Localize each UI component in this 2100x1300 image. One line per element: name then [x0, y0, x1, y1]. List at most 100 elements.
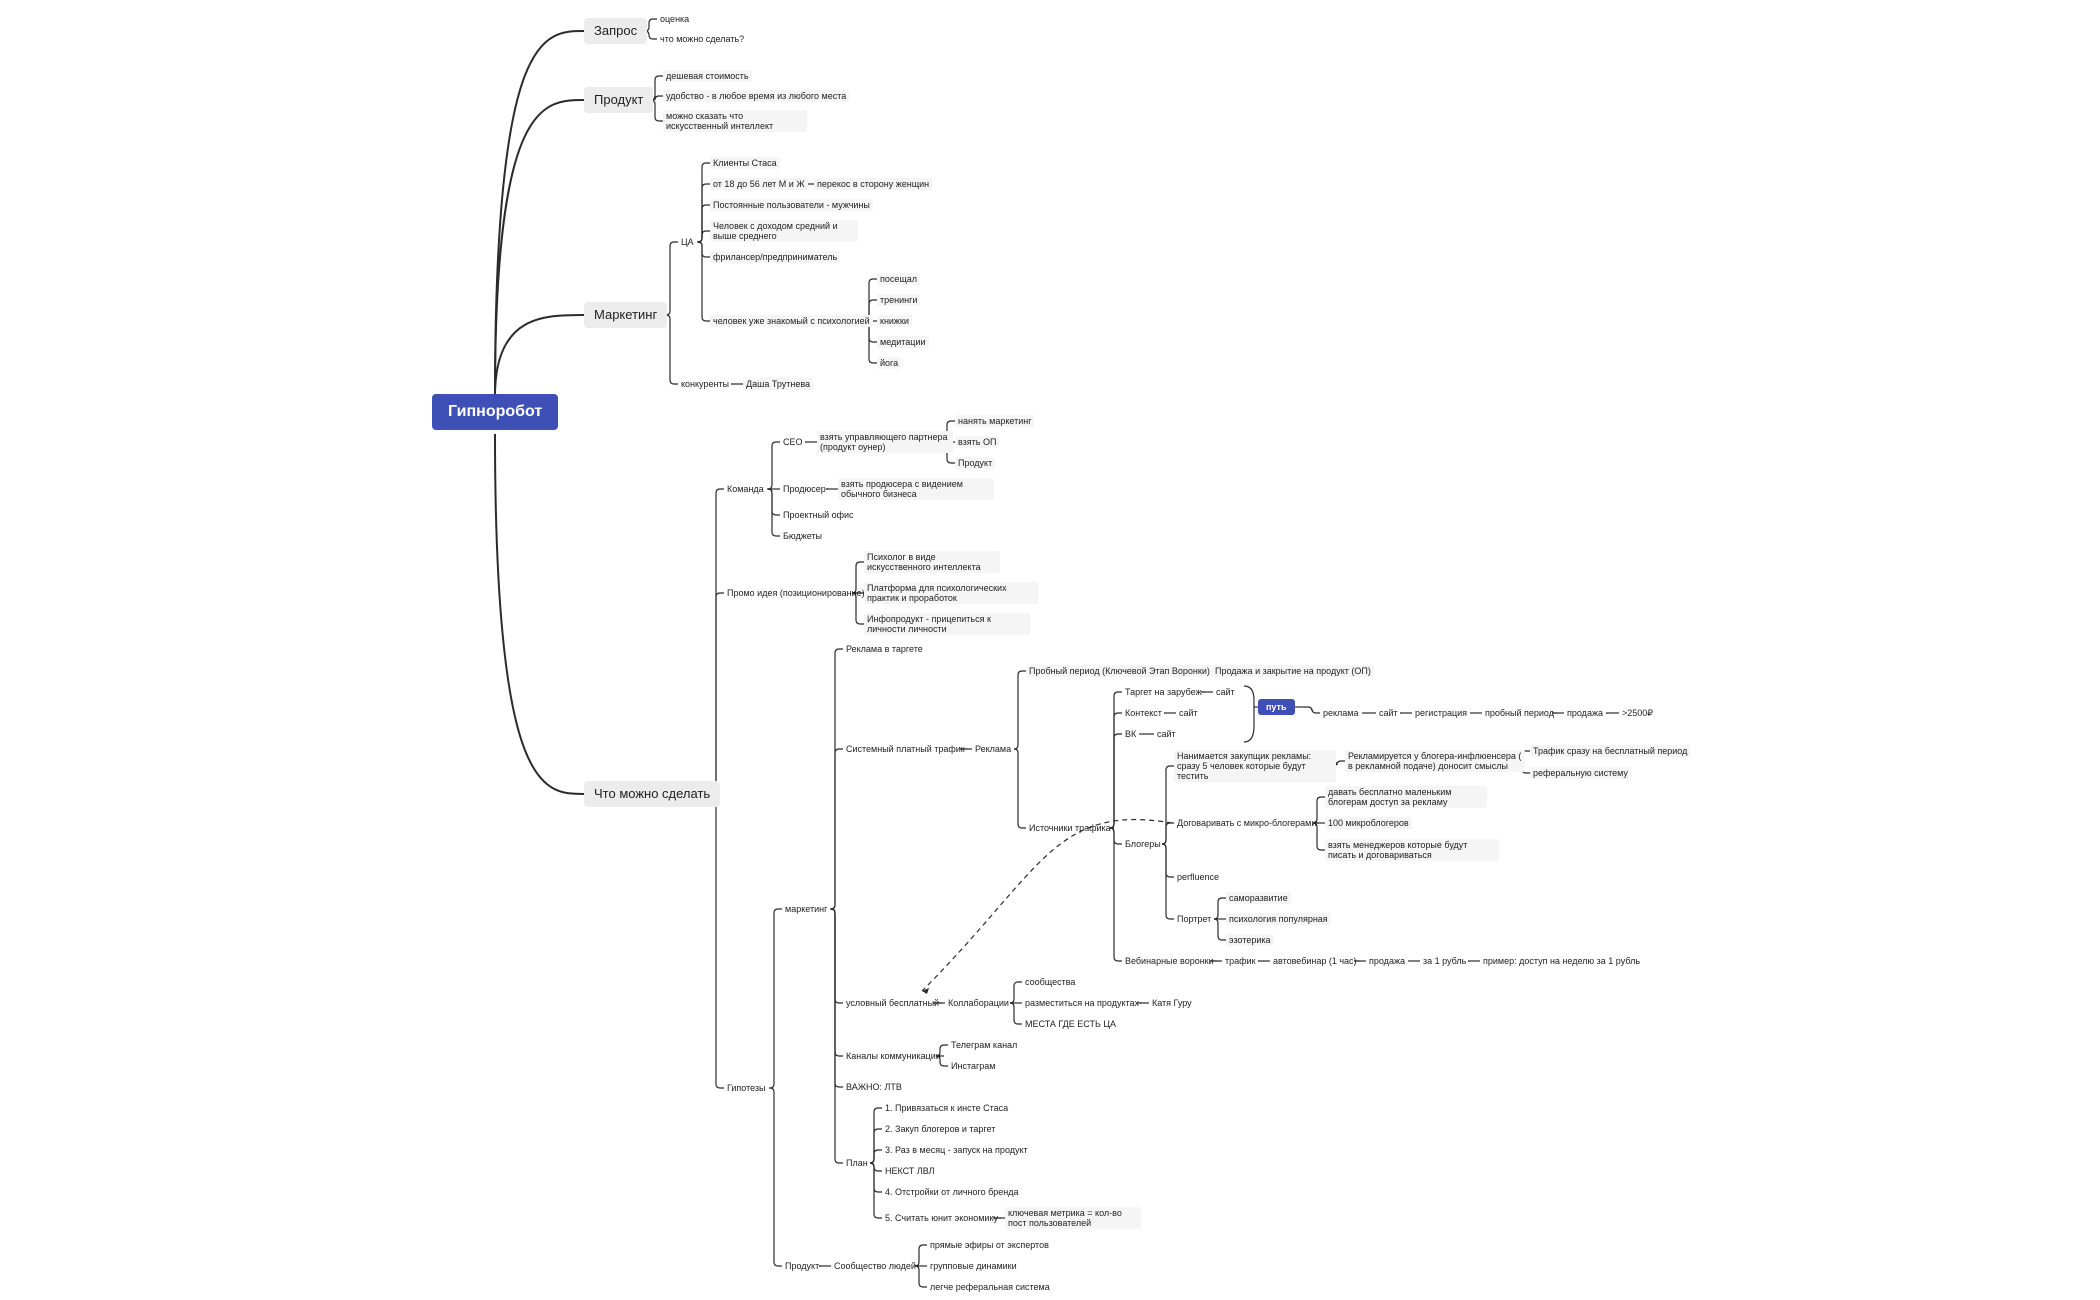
topic-produkt[interactable]: Продукт: [584, 87, 654, 113]
node-vzyat-op[interactable]: взять ОП: [955, 436, 1000, 448]
node-reklama-p[interactable]: реклама: [1323, 708, 1359, 718]
node-istochniki[interactable]: Источники трафика: [1029, 823, 1111, 833]
node-promo[interactable]: Промо идея (позиционирование): [727, 588, 865, 598]
node-plan-4[interactable]: 4. Отстройки от личного бренда: [885, 1187, 1019, 1197]
node-probny-p[interactable]: пробный период: [1485, 708, 1554, 718]
node-prodyuser[interactable]: Продюсер: [783, 484, 826, 494]
node-perfluence[interactable]: perfluence: [1177, 872, 1220, 882]
node-frilanser[interactable]: фрилансер/предприниматель: [710, 251, 841, 263]
topic-marketing[interactable]: Маркетинг: [584, 302, 668, 328]
node-platforma[interactable]: Платформа для психологических практик и …: [864, 582, 1038, 604]
node-ii[interactable]: можно сказать что искусственный интеллек…: [663, 110, 807, 132]
root-node[interactable]: Гипноробот: [432, 394, 559, 430]
node-vazhno[interactable]: ВАЖНО: ЛТВ: [846, 1082, 902, 1092]
node-klienty[interactable]: Клиенты Стаса: [710, 157, 780, 169]
node-prodazha-op[interactable]: Продажа и закрытие на продукт (ОП): [1212, 665, 1374, 677]
node-menedzhery[interactable]: взять менеджеров которые будут писать и …: [1325, 839, 1499, 861]
node-ofis[interactable]: Проектный офис: [783, 510, 854, 520]
node-partner[interactable]: взять управляющего партнера (продукт оун…: [817, 431, 953, 453]
node-udobstvo[interactable]: удобство - в любое время из любого места: [663, 90, 850, 102]
node-komanda[interactable]: Команда: [727, 484, 764, 494]
node-treningi[interactable]: тренинги: [877, 294, 921, 306]
node-deshevaya[interactable]: дешевая стоимость: [663, 70, 752, 82]
node-vzyat-prodyusera[interactable]: взять продюсера с видением обычного бизн…: [838, 478, 994, 500]
node-poseshal[interactable]: посещал: [877, 273, 921, 285]
node-ocenka[interactable]: оценка: [660, 14, 690, 24]
node-reklama[interactable]: Реклама: [975, 744, 1012, 754]
node-byudzhety[interactable]: Бюджеты: [783, 531, 823, 541]
node-sayt-1[interactable]: сайт: [1216, 687, 1235, 697]
node-nanyat[interactable]: нанять маркетинг: [955, 415, 1035, 427]
node-trafik-besplatny[interactable]: Трафик сразу на бесплатный период: [1530, 745, 1691, 757]
node-soobshestvo[interactable]: Сообщество людей: [834, 1261, 916, 1271]
node-postoyannye[interactable]: Постоянные пользователи - мужчины: [710, 199, 873, 211]
node-produkt-g[interactable]: Продукт: [785, 1261, 820, 1271]
node-probny-period-key[interactable]: Пробный период (Ключевой Этап Воронки): [1026, 665, 1213, 677]
node-prodazha-p[interactable]: продажа: [1567, 708, 1603, 718]
node-instagram[interactable]: Инстаграм: [951, 1061, 996, 1071]
node-nekst[interactable]: НЕКСТ ЛВЛ: [885, 1166, 935, 1176]
node-sistemny[interactable]: Системный платный трафик: [846, 744, 965, 754]
node-put[interactable]: путь: [1258, 699, 1295, 715]
node-prodazha-w[interactable]: продажа: [1369, 956, 1405, 966]
node-gruppovye[interactable]: групповые динамики: [930, 1261, 1017, 1271]
node-reklama-target[interactable]: Реклама в таргете: [846, 644, 923, 654]
node-samorazvitie[interactable]: саморазвитие: [1226, 892, 1291, 904]
node-meditacii[interactable]: медитации: [877, 336, 929, 348]
node-knizhki[interactable]: книжки: [877, 315, 912, 327]
node-sto[interactable]: 100 микроблогеров: [1325, 817, 1412, 829]
node-registraciya[interactable]: регистрация: [1415, 708, 1468, 718]
topic-chto-mozhno-sdelat[interactable]: Что можно сделать: [584, 781, 721, 807]
node-kollaboracii[interactable]: Коллаборации: [948, 998, 1009, 1008]
node-klyuchevaya[interactable]: ключевая метрика = кол-во пост пользоват…: [1005, 1207, 1141, 1229]
node-blogery[interactable]: Блогеры: [1125, 839, 1161, 849]
node-produkt-ceo[interactable]: Продукт: [955, 457, 996, 469]
node-plan-2[interactable]: 2. Закуп блогеров и таргет: [885, 1124, 996, 1134]
node-price[interactable]: >2500₽: [1622, 708, 1654, 718]
node-nanimaetsya[interactable]: Нанимается закупщик рекламы: сразу 5 чел…: [1174, 750, 1336, 782]
node-reklamiruetsya[interactable]: Рекламируется у блогера-инфлюенсера ( в …: [1345, 750, 1525, 772]
topic-zapros[interactable]: Запрос: [584, 18, 648, 44]
node-konkurenty[interactable]: конкуренты: [681, 379, 730, 389]
node-davat[interactable]: давать бесплатно маленьким блогерам дост…: [1325, 786, 1487, 808]
node-telegram[interactable]: Телеграм канал: [951, 1040, 1018, 1050]
node-referalnuyu[interactable]: реферальную систему: [1530, 767, 1631, 779]
node-primer[interactable]: пример: доступ на неделю за 1 рубль: [1483, 956, 1641, 966]
node-psiholog-ii[interactable]: Психолог в виде искусственного интеллект…: [864, 551, 1000, 573]
node-dohod[interactable]: Человек с доходом средний и выше среднег…: [710, 220, 858, 242]
node-vebinarnye[interactable]: Вебинарные воронки: [1125, 956, 1214, 966]
node-sayt-p[interactable]: сайт: [1379, 708, 1398, 718]
node-legche[interactable]: легче реферальная система: [930, 1282, 1050, 1292]
node-avtovebinar[interactable]: автовебинар (1 час): [1273, 956, 1357, 966]
node-soobshestva[interactable]: сообщества: [1025, 977, 1076, 987]
node-vk[interactable]: ВК: [1125, 729, 1137, 739]
node-dasha[interactable]: Даша Трутнева: [743, 378, 814, 390]
node-uslovny[interactable]: условный бесплатный: [846, 998, 940, 1008]
node-znakomy[interactable]: человек уже знакомый с психологией: [710, 315, 873, 327]
node-ceo[interactable]: CEO: [783, 437, 803, 447]
node-pryamye[interactable]: прямые эфиры от экспертов: [930, 1240, 1049, 1250]
node-plan-3[interactable]: 3. Раз в месяц - запуск на продукт: [885, 1145, 1028, 1155]
node-psihologiya-pop[interactable]: психология популярная: [1226, 913, 1331, 925]
node-ot18[interactable]: от 18 до 56 лет М и Ж: [710, 178, 808, 190]
node-razmestitsya[interactable]: разместиться на продуктах: [1025, 998, 1140, 1008]
node-dogovarivat[interactable]: Договаривать с микро-блогерами: [1177, 818, 1317, 828]
node-yoga[interactable]: йога: [877, 357, 902, 369]
node-portret[interactable]: Портрет: [1177, 914, 1212, 924]
node-ezoterika[interactable]: эзотерика: [1226, 934, 1274, 946]
node-plan-5[interactable]: 5. Считать юнит экономику: [885, 1213, 998, 1223]
node-infoprodukt[interactable]: Инфопродукт - прицепиться к личности лич…: [864, 613, 1030, 635]
node-sayt-3[interactable]: сайт: [1157, 729, 1176, 739]
node-kontekst[interactable]: Контекст: [1125, 708, 1162, 718]
node-za1[interactable]: за 1 рубль: [1423, 956, 1467, 966]
node-mesta[interactable]: МЕСТА ГДЕ ЕСТЬ ЦА: [1025, 1019, 1117, 1029]
node-kanaly[interactable]: Каналы коммуникации: [846, 1051, 941, 1061]
node-chto-mozhno-sdelat-q[interactable]: что можно сделать?: [660, 34, 745, 44]
node-plan-1[interactable]: 1. Привязаться к инсте Стаса: [885, 1103, 1009, 1113]
node-trafik-w[interactable]: трафик: [1225, 956, 1256, 966]
node-katya[interactable]: Катя Гуру: [1152, 998, 1192, 1008]
node-gipotezy[interactable]: Гипотезы: [727, 1083, 766, 1093]
node-ca[interactable]: ЦА: [681, 237, 694, 247]
node-target-zarubezh[interactable]: Таргет на зарубеж: [1125, 687, 1202, 697]
node-sayt-2[interactable]: сайт: [1179, 708, 1198, 718]
